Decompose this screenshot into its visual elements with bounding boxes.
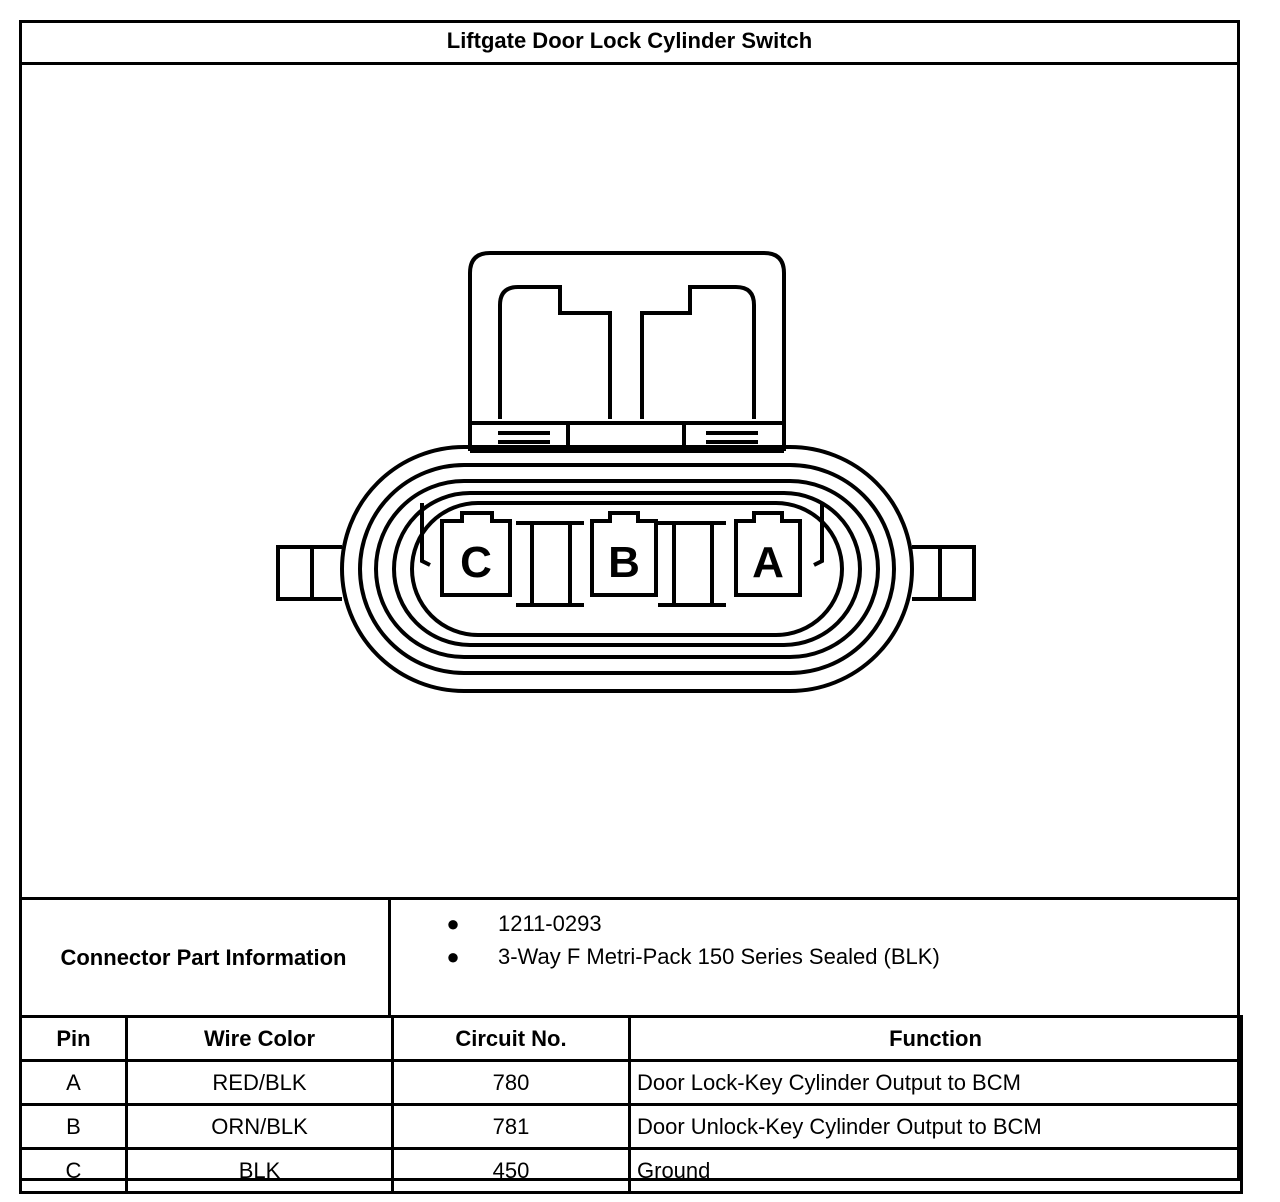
part-info-label: Connector Part Information bbox=[19, 900, 391, 1015]
connector-face-drawing: C B A bbox=[276, 251, 976, 693]
header-wire-color: Wire Color bbox=[125, 1015, 394, 1062]
page-title: Liftgate Door Lock Cylinder Switch bbox=[19, 20, 1240, 65]
bullet-icon: ● bbox=[446, 911, 460, 936]
header-pin: Pin bbox=[19, 1015, 128, 1062]
lock-tab-inner bbox=[498, 285, 756, 419]
shell-outer bbox=[340, 445, 914, 693]
lock-tab-base bbox=[470, 421, 784, 453]
table-row: A RED/BLK 780 Door Lock-Key Cylinder Out… bbox=[19, 1059, 1243, 1106]
lock-tab-outer bbox=[468, 251, 786, 451]
bullet-icon: ● bbox=[446, 944, 460, 969]
cavity-b bbox=[590, 511, 658, 597]
shell-ring-2 bbox=[358, 463, 896, 675]
pin-label-c: C bbox=[460, 538, 492, 587]
rib-2 bbox=[658, 521, 726, 607]
rib-1 bbox=[516, 521, 584, 607]
cell-circuit: 450 bbox=[391, 1147, 631, 1194]
shell-ring-3 bbox=[374, 479, 880, 659]
table-header-row: Pin Wire Color Circuit No. Function bbox=[19, 1015, 1243, 1062]
cell-function: Door Unlock-Key Cylinder Output to BCM bbox=[628, 1103, 1243, 1150]
connector-part-information: Connector Part Information ● 1211-0293 ●… bbox=[19, 897, 1240, 1018]
left-key bbox=[420, 503, 431, 567]
table-row: C BLK 450 Ground bbox=[19, 1147, 1243, 1194]
shell-inner bbox=[392, 491, 862, 647]
cavity-c bbox=[440, 511, 512, 597]
right-ear bbox=[912, 545, 976, 601]
cell-pin: B bbox=[19, 1103, 128, 1150]
header-function: Function bbox=[628, 1015, 1243, 1062]
header-circuit-no: Circuit No. bbox=[391, 1015, 631, 1062]
cell-function: Ground bbox=[628, 1147, 1243, 1194]
lock-tab-ribs bbox=[498, 431, 758, 444]
pin-label-a: A bbox=[752, 538, 784, 587]
part-info-item: ● 3-Way F Metri-Pack 150 Series Sealed (… bbox=[394, 942, 1240, 972]
part-info-list: ● 1211-0293 ● 3-Way F Metri-Pack 150 Ser… bbox=[394, 900, 1240, 1015]
cavity-a bbox=[734, 511, 802, 597]
cell-wire-color: BLK bbox=[125, 1147, 394, 1194]
part-info-item: ● 1211-0293 bbox=[394, 909, 1240, 939]
cell-circuit: 780 bbox=[391, 1059, 631, 1106]
cell-pin: A bbox=[19, 1059, 128, 1106]
connector-diagram: C B A bbox=[22, 65, 1237, 897]
part-number: 1211-0293 bbox=[498, 911, 602, 936]
pin-label-b: B bbox=[608, 538, 640, 587]
left-ear bbox=[276, 545, 342, 601]
cell-function: Door Lock-Key Cylinder Output to BCM bbox=[628, 1059, 1243, 1106]
pinout-table: Pin Wire Color Circuit No. Function A RE… bbox=[19, 1015, 1243, 1194]
cell-wire-color: RED/BLK bbox=[125, 1059, 394, 1106]
cell-pin: C bbox=[19, 1147, 128, 1194]
table-row: B ORN/BLK 781 Door Unlock-Key Cylinder O… bbox=[19, 1103, 1243, 1150]
part-description: 3-Way F Metri-Pack 150 Series Sealed (BL… bbox=[498, 944, 940, 969]
cell-wire-color: ORN/BLK bbox=[125, 1103, 394, 1150]
right-key bbox=[813, 503, 824, 567]
cell-circuit: 781 bbox=[391, 1103, 631, 1150]
